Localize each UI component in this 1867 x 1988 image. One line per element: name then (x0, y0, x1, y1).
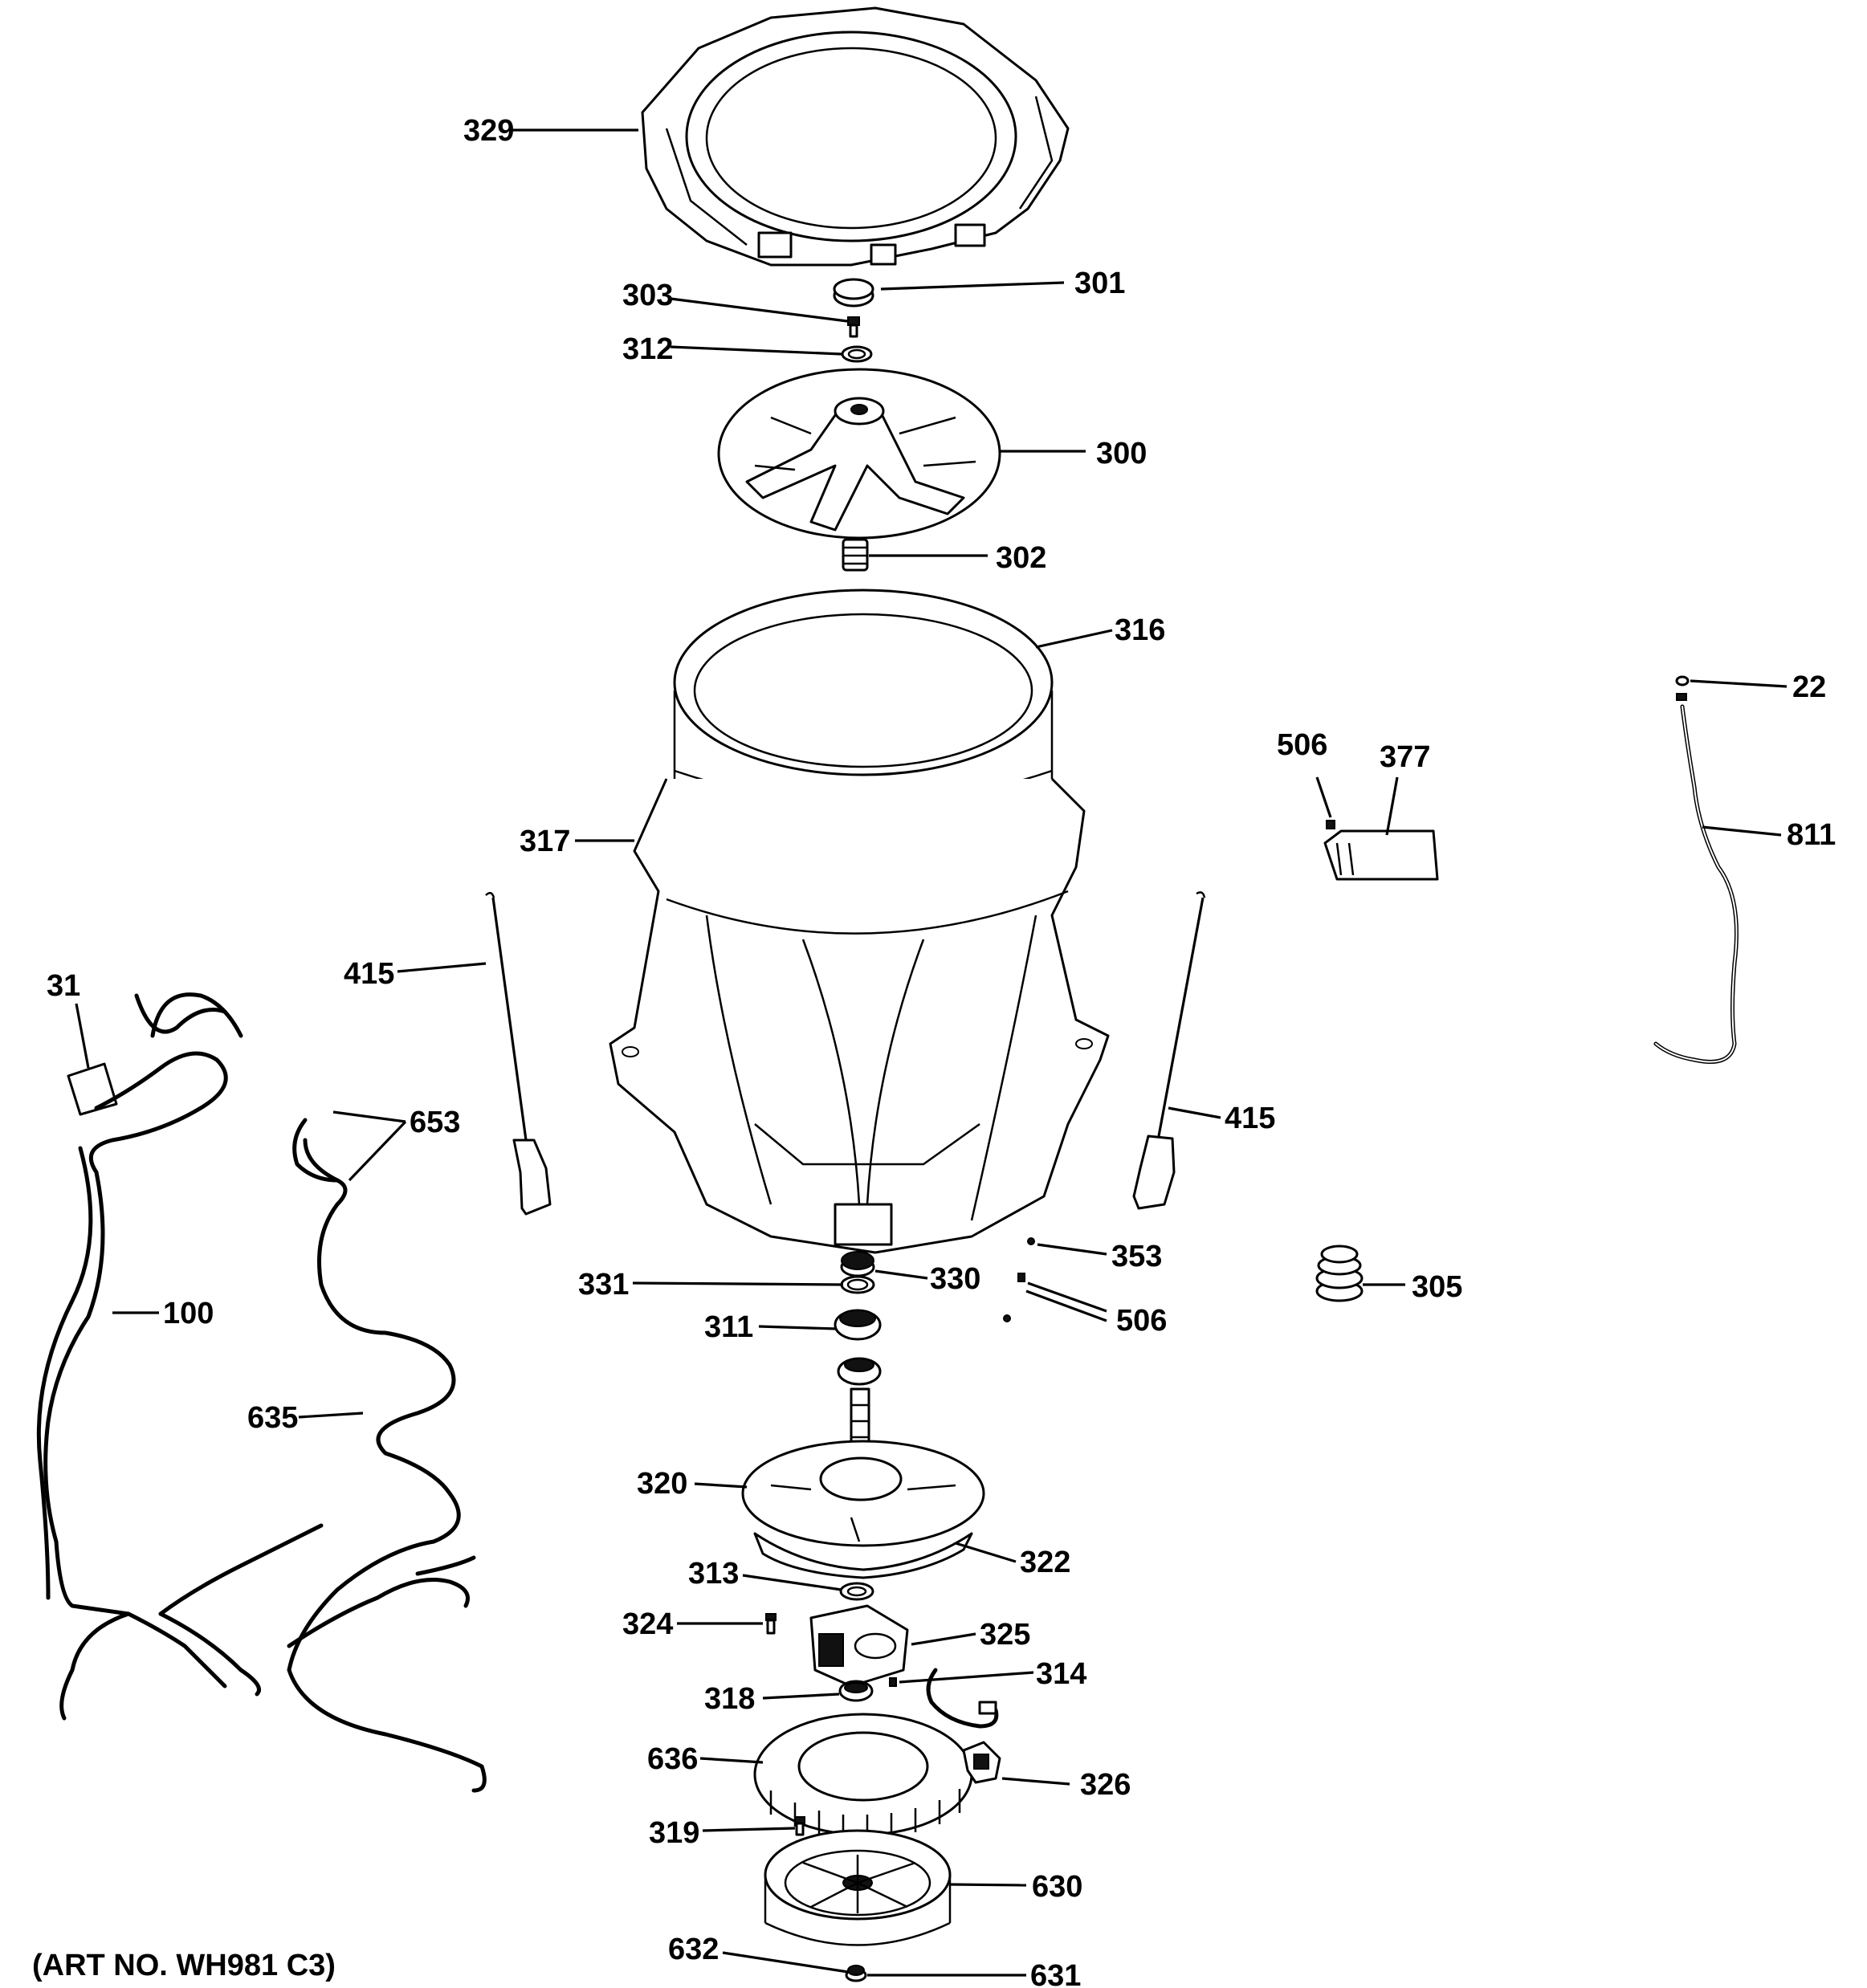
part-630-rotor (764, 1829, 952, 1946)
label-377: 377 (1380, 740, 1430, 774)
label-811: 811 (1787, 818, 1836, 852)
label-415-right: 415 (1225, 1102, 1275, 1135)
leader-lines (75, 128, 1788, 1977)
label-635: 635 (247, 1401, 298, 1435)
part-636-stator (753, 1713, 973, 1839)
label-301: 301 (1074, 267, 1125, 300)
label-506-top: 506 (1277, 728, 1327, 762)
part-415-rod-right (1132, 891, 1206, 1210)
label-322: 322 (1020, 1546, 1070, 1579)
label-631: 631 (1030, 1959, 1081, 1988)
label-313: 313 (688, 1557, 739, 1591)
label-326: 326 (1080, 1768, 1131, 1802)
part-330-nut (840, 1251, 875, 1277)
label-311: 311 (704, 1310, 753, 1344)
label-316: 316 (1115, 613, 1165, 647)
part-300-impeller (717, 368, 1001, 540)
label-303: 303 (622, 279, 673, 312)
part-301-cap (833, 278, 874, 308)
label-415-left: 415 (344, 957, 394, 991)
label-329: 329 (463, 114, 514, 148)
part-329-tub-cover (641, 6, 1070, 267)
label-320: 320 (637, 1467, 687, 1501)
part-322-shield (753, 1532, 973, 1579)
label-302: 302 (996, 541, 1046, 575)
part-314-switch (889, 1668, 999, 1729)
label-632: 632 (668, 1933, 719, 1966)
part-312-washer (841, 345, 873, 363)
label-31: 31 (47, 969, 80, 1003)
label-636: 636 (647, 1742, 698, 1776)
part-318-ring (838, 1680, 874, 1702)
part-31-filter-box (67, 1062, 118, 1116)
part-631-nut (845, 1965, 867, 1982)
part-305-bellows (1315, 1245, 1364, 1302)
part-319-bolt (794, 1816, 805, 1836)
label-312: 312 (622, 332, 673, 366)
label-318: 318 (704, 1682, 755, 1716)
label-300: 300 (1096, 437, 1147, 471)
part-324-bolt (765, 1613, 777, 1635)
part-506-screws (1003, 1273, 1025, 1322)
part-22-clip (1675, 675, 1690, 701)
label-353: 353 (1111, 1240, 1162, 1273)
label-331: 331 (578, 1268, 629, 1302)
part-326-sensor (962, 1741, 1001, 1784)
art-number: (ART NO. WH981 C3) (32, 1949, 336, 1982)
label-330: 330 (930, 1262, 980, 1296)
part-313-washer (839, 1582, 874, 1601)
part-506-screw-top (1326, 820, 1335, 829)
part-377-bracket (1323, 829, 1439, 881)
part-labels: 329 301 303 312 300 302 316 317 22 506 3… (32, 114, 1836, 1988)
label-506-bottom: 506 (1116, 1304, 1167, 1338)
part-311-bearing (834, 1309, 882, 1341)
label-324: 324 (622, 1607, 673, 1641)
label-319: 319 (649, 1816, 699, 1850)
part-303-bolt (847, 316, 860, 338)
label-100: 100 (163, 1297, 214, 1330)
part-635-motor-harness (287, 1118, 487, 1793)
part-seal (837, 1357, 882, 1386)
label-325: 325 (980, 1618, 1030, 1652)
part-317-outer-tub (609, 777, 1110, 1254)
label-22: 22 (1792, 670, 1826, 704)
part-415-rod-left (485, 891, 552, 1216)
label-630: 630 (1032, 1870, 1082, 1904)
part-811-hose (1653, 704, 1739, 1064)
label-653: 653 (410, 1106, 460, 1139)
label-305: 305 (1412, 1270, 1462, 1304)
label-314: 314 (1036, 1657, 1086, 1691)
part-302-coupler (842, 538, 869, 572)
part-353-screw (1027, 1237, 1035, 1245)
part-100-main-harness (36, 992, 324, 1721)
part-320-mounting-plate (741, 1387, 985, 1547)
part-325-shifter (809, 1604, 909, 1688)
part-331-o-ring (840, 1275, 875, 1294)
label-317: 317 (520, 825, 570, 858)
